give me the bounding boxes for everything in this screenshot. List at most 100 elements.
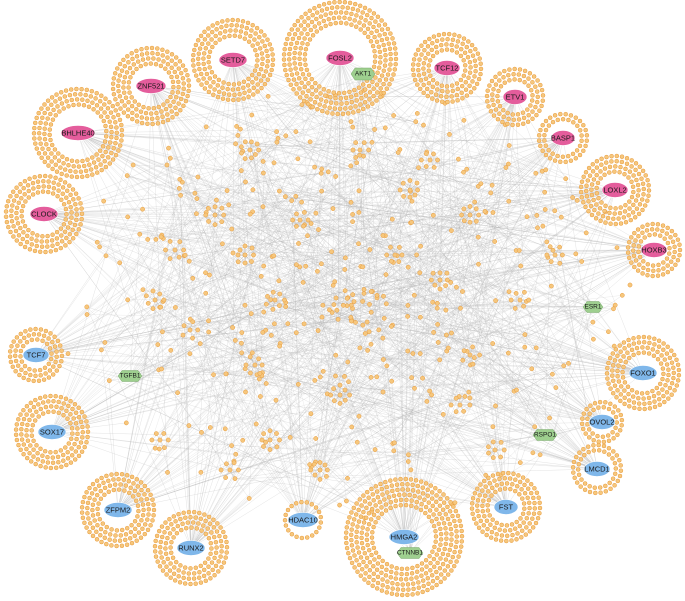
target-node xyxy=(585,416,590,422)
hub-clock[interactable]: CLOCK xyxy=(29,206,59,222)
hub-znf521[interactable]: ZNF521 xyxy=(135,78,167,94)
target-node xyxy=(330,282,336,288)
hub-rspo1[interactable]: RSPO1 xyxy=(532,429,558,441)
target-node xyxy=(353,320,358,325)
hub-hmga2[interactable]: HMGA2 xyxy=(388,529,420,545)
hub-tcf7[interactable]: TCF7 xyxy=(22,347,50,363)
target-node xyxy=(125,113,131,119)
hub-bhlhe40[interactable]: BHLHE40 xyxy=(60,125,96,141)
target-node xyxy=(405,459,411,464)
target-node xyxy=(111,76,117,81)
network-edge xyxy=(333,388,347,502)
target-node xyxy=(528,490,534,496)
target-node xyxy=(358,27,363,32)
hub-zfpm2[interactable]: ZFPM2 xyxy=(103,502,133,518)
network-edge xyxy=(163,59,234,239)
target-node xyxy=(417,57,422,62)
target-node xyxy=(256,376,262,382)
hub-label: RUNX2 xyxy=(178,544,203,553)
network-edge xyxy=(51,335,272,433)
target-node xyxy=(258,29,264,34)
network-edge xyxy=(302,338,384,521)
target-node xyxy=(602,449,607,454)
target-node xyxy=(384,590,390,595)
target-node xyxy=(198,469,204,475)
target-node xyxy=(674,383,680,388)
target-node xyxy=(530,93,535,98)
hub-loxl2[interactable]: LOXL2 xyxy=(601,182,629,198)
target-node xyxy=(362,99,368,105)
target-node xyxy=(242,243,248,249)
hub-fst[interactable]: FST xyxy=(493,499,519,515)
hub-runx2[interactable]: RUNX2 xyxy=(176,540,206,556)
hub-tgfb1[interactable]: TGFB1 xyxy=(117,370,143,382)
network-edge xyxy=(192,225,543,322)
hub-setd7[interactable]: SETD7 xyxy=(218,52,248,68)
target-node xyxy=(391,448,397,454)
target-node xyxy=(305,101,311,107)
network-edge xyxy=(208,95,383,209)
target-node xyxy=(203,531,209,537)
target-node xyxy=(430,503,436,509)
hub-foxo1[interactable]: FOXO1 xyxy=(628,365,658,381)
target-node xyxy=(202,37,208,42)
target-node xyxy=(87,529,92,535)
hub-akt1[interactable]: AKT1 xyxy=(350,67,376,81)
network-edge xyxy=(485,212,553,437)
hub-etv1[interactable]: ETV1 xyxy=(502,89,528,105)
hub-basp1[interactable]: BASP1 xyxy=(550,130,576,146)
target-node xyxy=(250,187,256,193)
network-edge xyxy=(485,212,598,470)
target-node xyxy=(211,534,217,540)
target-node xyxy=(96,483,102,488)
target-node xyxy=(360,299,365,304)
target-node xyxy=(230,17,235,23)
target-node xyxy=(61,161,66,166)
target-node xyxy=(618,205,623,210)
target-node xyxy=(31,378,36,384)
target-node xyxy=(142,483,148,489)
hub-fosl2[interactable]: FOSL2 xyxy=(325,50,355,66)
target-node xyxy=(639,176,644,181)
hub-tcf12[interactable]: TCF12 xyxy=(433,60,461,76)
network-edge xyxy=(446,67,554,251)
target-node xyxy=(146,106,151,111)
hub-esr1[interactable]: ESR1 xyxy=(582,301,604,313)
network-edge xyxy=(302,121,416,521)
hub-hoxb3[interactable]: HOXB3 xyxy=(640,242,668,258)
target-node xyxy=(125,214,131,220)
target-node xyxy=(314,16,319,22)
network-edge xyxy=(129,234,140,377)
target-node xyxy=(333,295,339,301)
target-node xyxy=(635,227,641,232)
network-edge xyxy=(326,95,594,308)
network-edge xyxy=(350,121,546,171)
target-node xyxy=(472,74,477,79)
target-node xyxy=(376,44,382,50)
target-ring-layer xyxy=(3,0,683,598)
target-node xyxy=(119,543,125,549)
hub-hdac10[interactable]: HDAC10 xyxy=(287,512,319,528)
hub-ovol2[interactable]: OVOL2 xyxy=(588,414,616,430)
target-node xyxy=(273,397,279,403)
target-node xyxy=(642,401,647,407)
target-node xyxy=(520,475,526,480)
network-edge xyxy=(117,200,292,511)
hub-lmcd1[interactable]: LMCD1 xyxy=(583,461,611,477)
hub-ctnnb1[interactable]: CTNNB1 xyxy=(396,547,423,559)
hub-sox17[interactable]: SOX17 xyxy=(37,424,67,440)
target-node xyxy=(230,87,236,92)
target-node xyxy=(429,47,435,53)
target-node xyxy=(386,41,392,46)
target-node xyxy=(201,61,206,67)
network-edge xyxy=(51,153,427,433)
target-node xyxy=(347,392,352,398)
target-node xyxy=(86,516,91,521)
target-node xyxy=(591,443,596,448)
target-node xyxy=(261,444,266,449)
target-node xyxy=(454,284,459,290)
target-node xyxy=(511,71,516,77)
target-node xyxy=(17,189,23,195)
target-node xyxy=(372,54,378,59)
target-node xyxy=(195,56,201,62)
